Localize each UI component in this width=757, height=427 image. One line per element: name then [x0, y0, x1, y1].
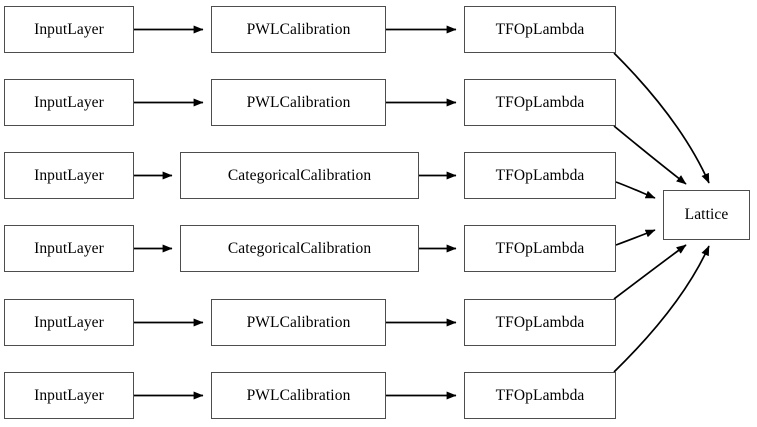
node-tfoplambda-6[interactable]: TFOpLambda: [464, 372, 616, 419]
node-label: PWLCalibration: [246, 386, 351, 404]
node-label: PWLCalibration: [246, 20, 351, 38]
node-label: InputLayer: [34, 20, 104, 38]
node-categorical-calibration-4[interactable]: CategoricalCalibration: [180, 225, 419, 272]
edge-op-to-lattice-4: [615, 229, 656, 246]
node-pwl-calibration-5[interactable]: PWLCalibration: [211, 299, 386, 346]
node-label: InputLayer: [34, 239, 104, 257]
node-pwl-calibration-1[interactable]: PWLCalibration: [211, 6, 386, 53]
node-label: PWLCalibration: [246, 93, 351, 111]
node-input-layer-6[interactable]: InputLayer: [4, 372, 134, 419]
node-label: PWLCalibration: [246, 313, 351, 331]
node-tfoplambda-1[interactable]: TFOpLambda: [464, 6, 616, 53]
node-label: TFOpLambda: [495, 166, 585, 184]
edge-op-to-lattice-1: [613, 52, 710, 184]
node-label: InputLayer: [34, 386, 104, 404]
node-tfoplambda-3[interactable]: TFOpLambda: [464, 152, 616, 199]
lattice-node[interactable]: Lattice: [663, 190, 750, 240]
node-label: TFOpLambda: [495, 313, 585, 331]
node-label: TFOpLambda: [495, 239, 585, 257]
node-categorical-calibration-3[interactable]: CategoricalCalibration: [180, 152, 419, 199]
node-label: InputLayer: [34, 166, 104, 184]
node-input-layer-1[interactable]: InputLayer: [4, 6, 134, 53]
node-label: CategoricalCalibration: [227, 239, 372, 257]
node-input-layer-5[interactable]: InputLayer: [4, 299, 134, 346]
node-tfoplambda-4[interactable]: TFOpLambda: [464, 225, 616, 272]
edge-op-to-lattice-3: [615, 181, 656, 199]
node-label: TFOpLambda: [495, 20, 585, 38]
node-label: InputLayer: [34, 313, 104, 331]
node-label: InputLayer: [34, 93, 104, 111]
node-label: Lattice: [684, 206, 729, 224]
node-input-layer-2[interactable]: InputLayer: [4, 79, 134, 126]
node-pwl-calibration-6[interactable]: PWLCalibration: [211, 372, 386, 419]
node-tfoplambda-5[interactable]: TFOpLambda: [464, 299, 616, 346]
node-input-layer-3[interactable]: InputLayer: [4, 152, 134, 199]
edge-op-to-lattice-2: [613, 125, 687, 185]
node-label: TFOpLambda: [495, 386, 585, 404]
node-pwl-calibration-2[interactable]: PWLCalibration: [211, 79, 386, 126]
node-label: TFOpLambda: [495, 93, 585, 111]
edge-op-to-lattice-6: [613, 245, 710, 373]
node-input-layer-4[interactable]: InputLayer: [4, 225, 134, 272]
node-tfoplambda-2[interactable]: TFOpLambda: [464, 79, 616, 126]
node-label: CategoricalCalibration: [227, 166, 372, 184]
edge-op-to-lattice-5: [613, 244, 687, 300]
